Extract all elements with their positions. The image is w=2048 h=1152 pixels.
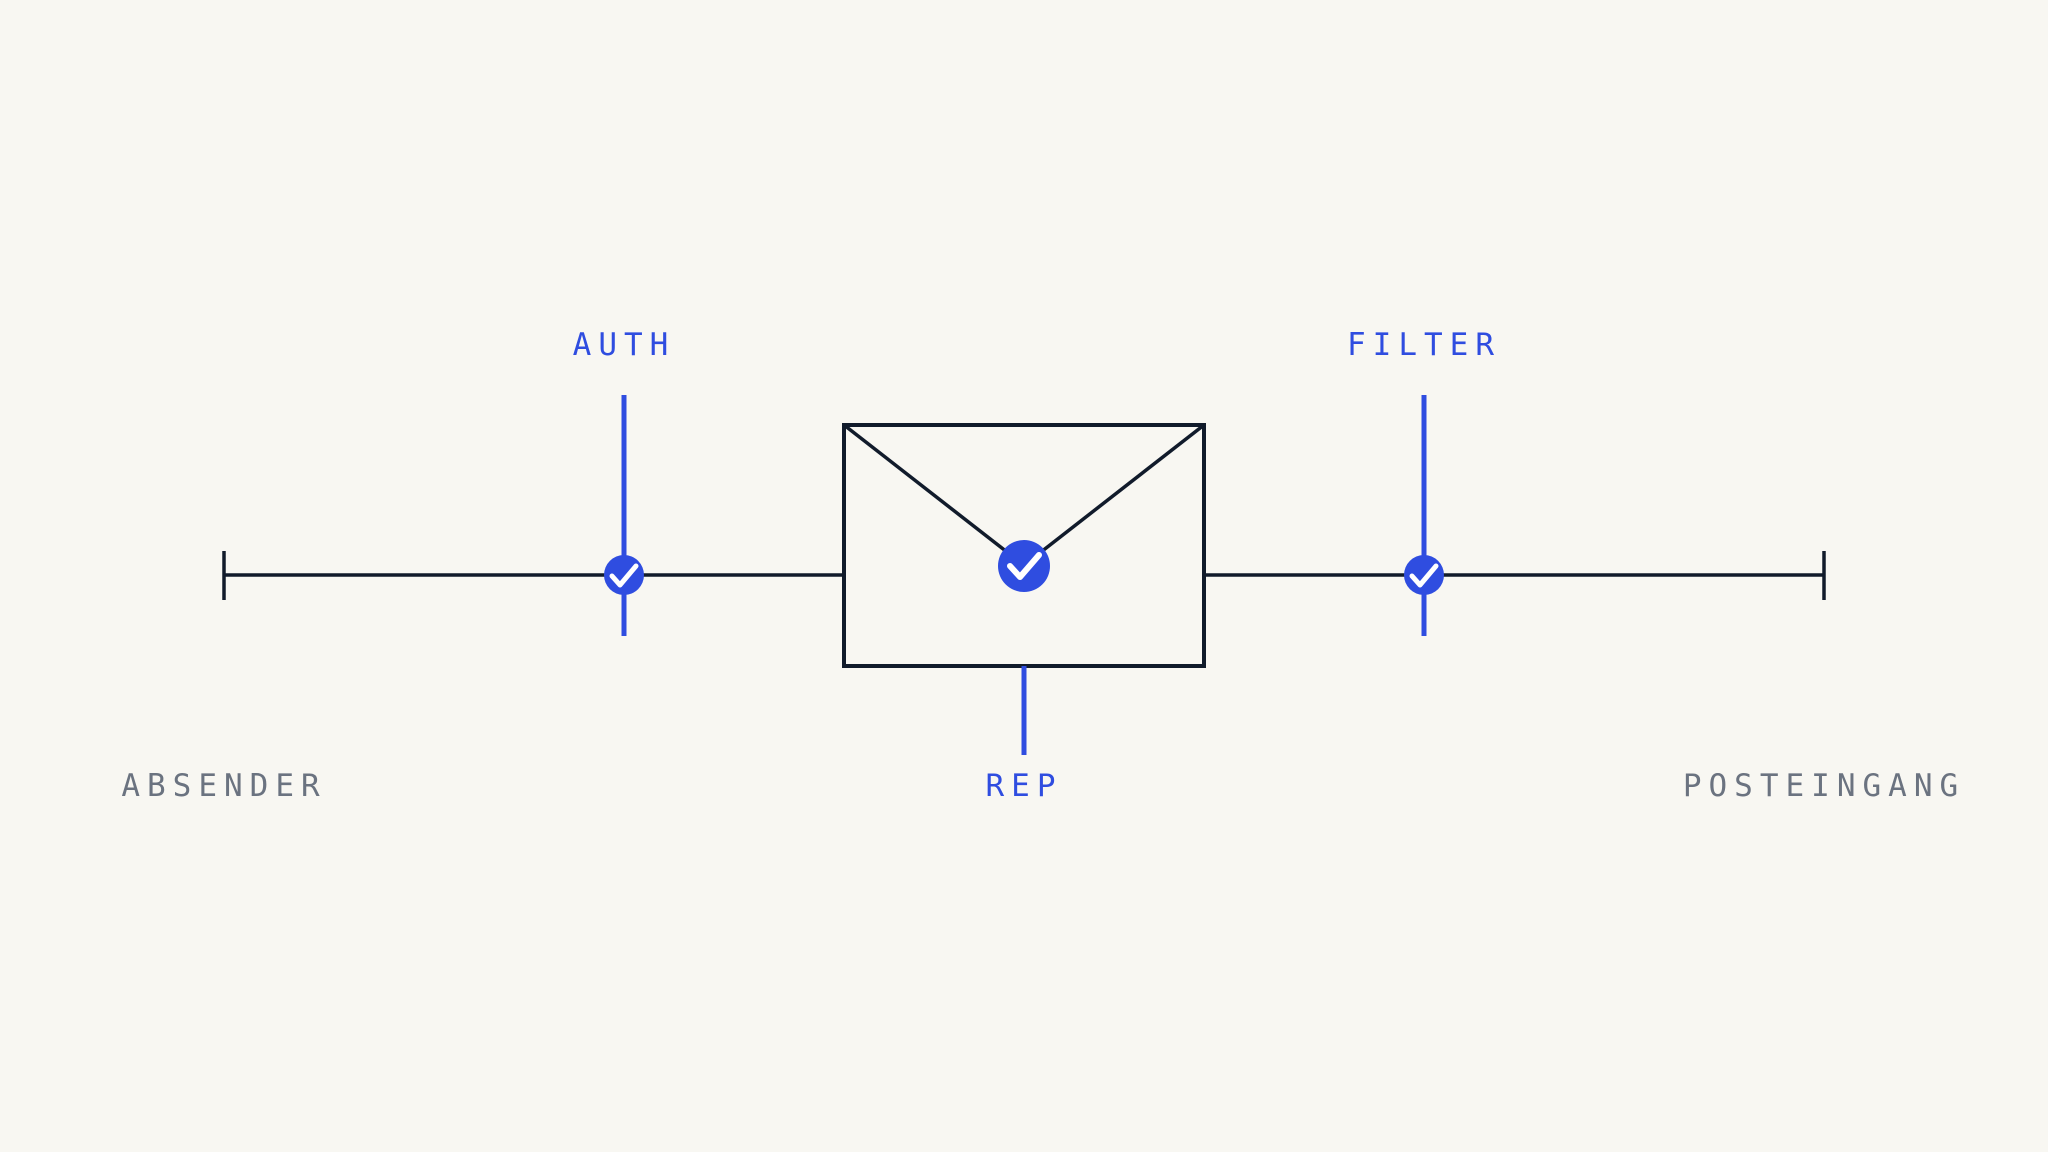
sender-label: ABSENDER — [121, 768, 326, 804]
checkpoint-filter-label: FILTER — [1347, 327, 1501, 363]
envelope-flap-left — [842, 423, 1009, 554]
checkpoint-rep: REP — [986, 540, 1063, 804]
checkpoint-filter: FILTER — [1347, 327, 1501, 636]
envelope-flap-right — [1039, 423, 1206, 554]
checkpoint-rep-label: REP — [986, 768, 1063, 804]
check-circle-icon — [998, 540, 1050, 592]
checkpoint-auth: AUTH — [573, 327, 676, 636]
check-circle-icon — [604, 555, 644, 595]
inbox-label: POSTEINGANG — [1683, 768, 1965, 804]
check-circle-icon — [1404, 555, 1444, 595]
checkpoint-auth-label: AUTH — [573, 327, 676, 363]
